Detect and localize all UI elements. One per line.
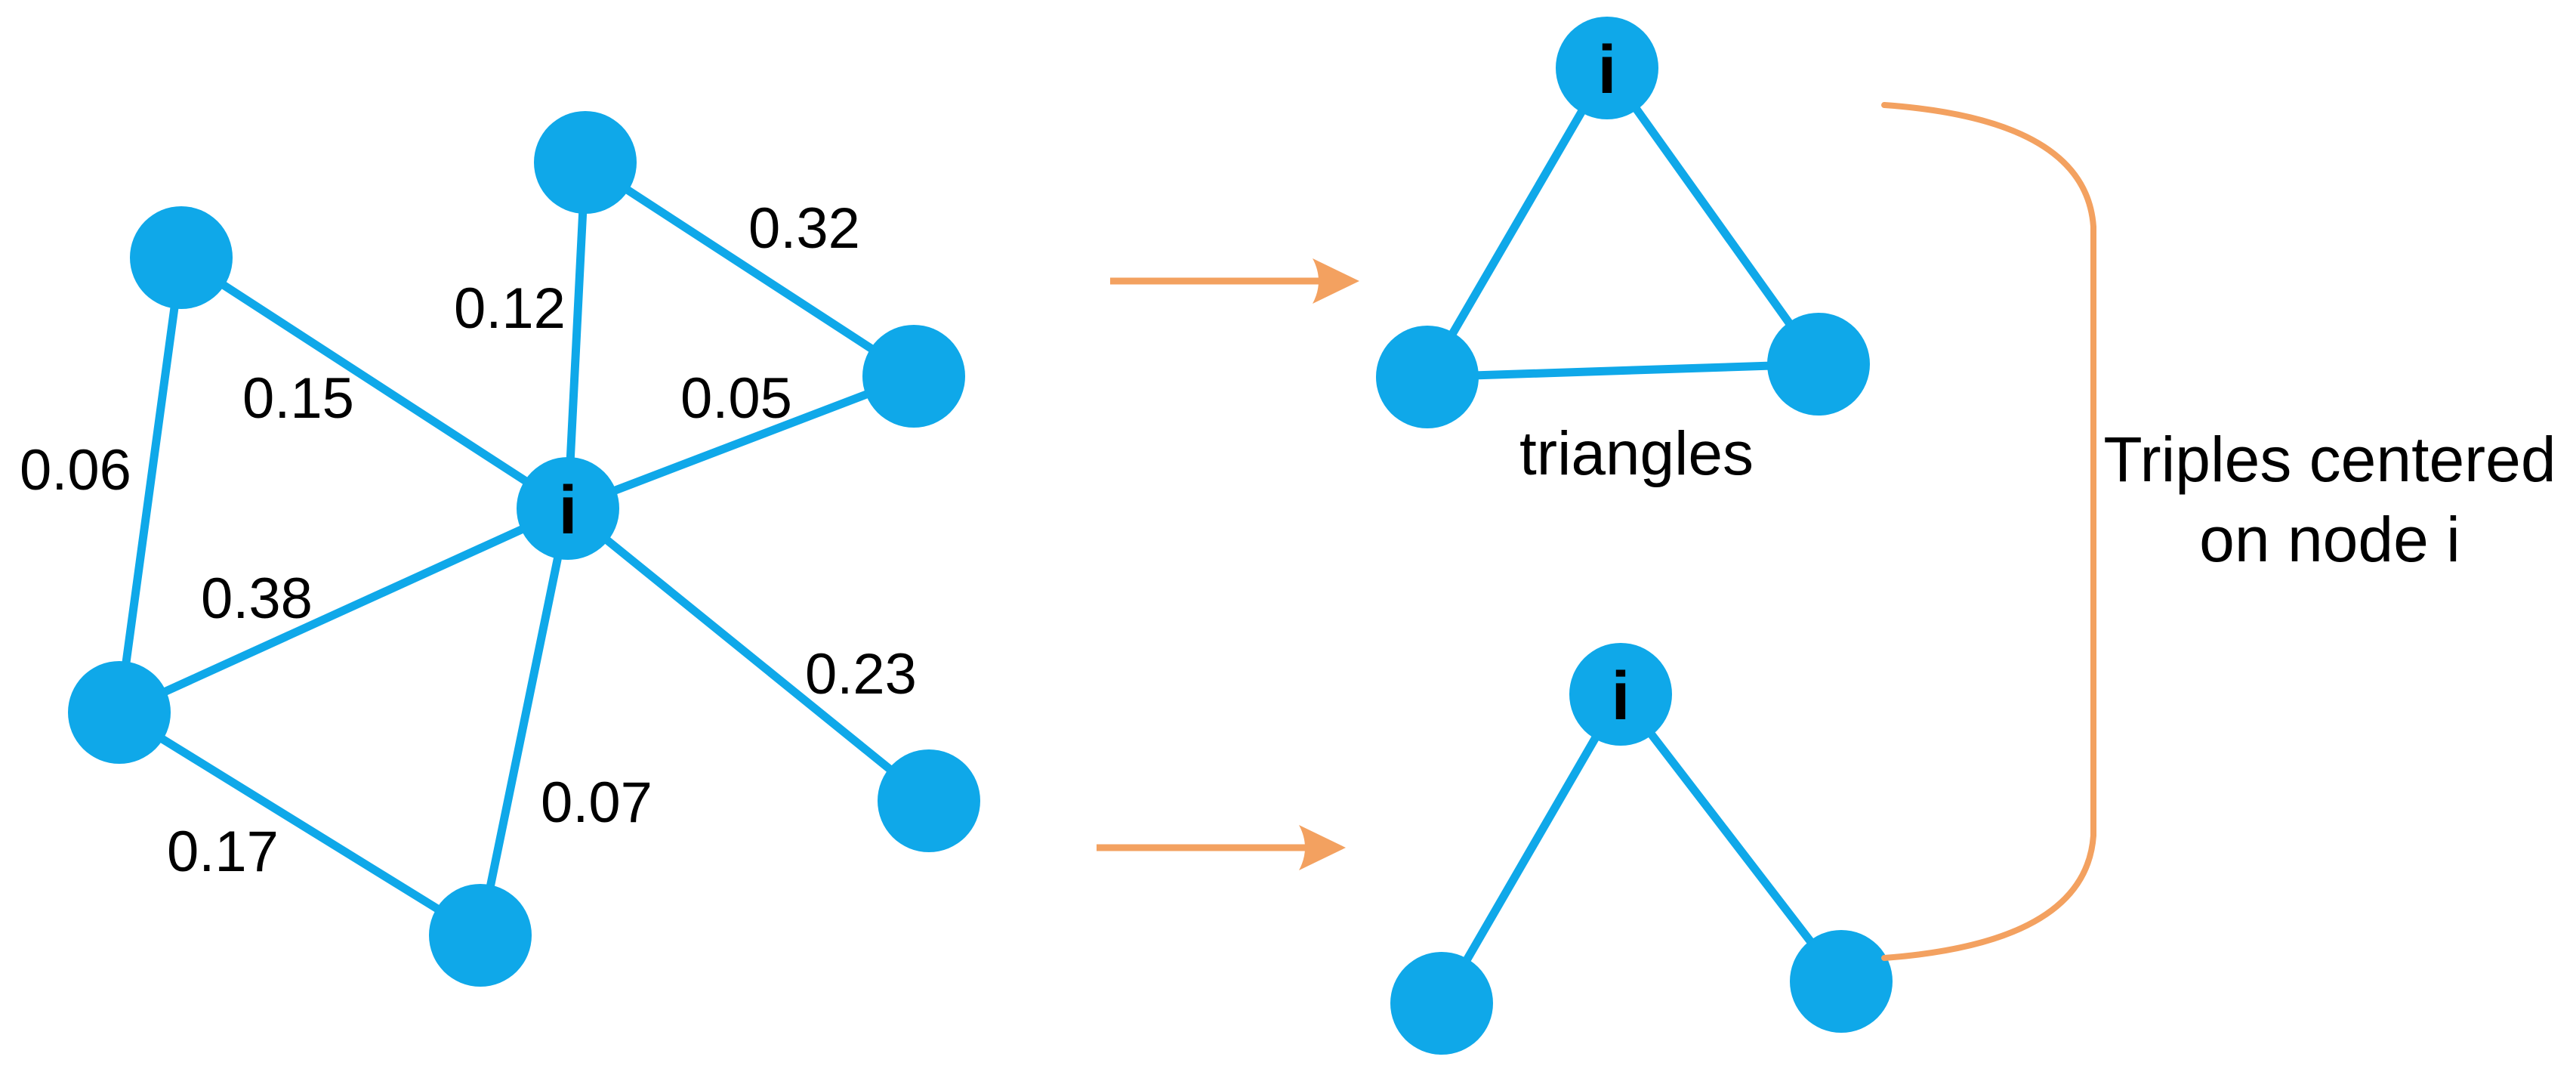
edge-i-b — [1603, 65, 1822, 367]
edge-top-right_upper — [583, 159, 916, 380]
open-triple-motif-node-i — [1569, 643, 1672, 746]
edge-bottom-center — [476, 507, 572, 937]
triangle-motif-node-b — [1767, 313, 1870, 416]
edge-i-a — [1424, 66, 1611, 379]
triangle-motif-node-a — [1376, 326, 1479, 428]
bracket-caption-line1: Triples centered — [2103, 424, 2556, 495]
arrow-to-open-triple — [1097, 825, 1346, 870]
open-triple-motif: i — [1390, 643, 1893, 1055]
triangle-motif-node-i — [1556, 17, 1658, 119]
edge-weight-label: 0.12 — [454, 277, 566, 341]
weighted-graph-node-center — [517, 457, 619, 560]
edge-center-right_lower — [565, 505, 932, 805]
edge-weight-label: 0.38 — [201, 567, 313, 631]
node-label: i — [1611, 659, 1630, 734]
node-label: i — [1597, 32, 1616, 108]
edge-weight-label: 0.07 — [541, 771, 652, 835]
edge-weight-label: 0.17 — [167, 820, 279, 884]
arrow-to-triangles — [1110, 258, 1359, 304]
node-label: i — [558, 473, 577, 548]
edge-i-a — [1438, 692, 1624, 1006]
weighted-graph-node-right_upper — [862, 325, 965, 428]
edge-center-right_upper — [566, 372, 915, 513]
edge-left_lower-center — [117, 504, 570, 717]
weighted-graph-node-bottom — [429, 884, 532, 987]
arrowhead-icon — [1299, 825, 1346, 870]
edge-i-b — [1617, 691, 1845, 984]
weighted-graph-node-top — [534, 111, 637, 214]
edge-weight-label: 0.06 — [20, 438, 131, 502]
arrowhead-icon — [1313, 258, 1359, 304]
edge-weight-label: 0.23 — [805, 642, 917, 706]
edge-left_lower-bottom — [117, 709, 483, 939]
edge-top_left-left_lower — [115, 257, 186, 713]
bracket-caption-line2: on node i — [2199, 504, 2460, 575]
brace-bracket — [1881, 102, 2096, 961]
triangle-motif: i triangles — [1376, 17, 1870, 488]
edge-weight-label: 0.05 — [680, 366, 792, 431]
weighted-graph: i 0.12 0.32 0.05 0.15 0.06 0.38 0.17 0.07 0.23 — [20, 111, 980, 987]
edge-top_left-center — [179, 254, 570, 512]
edge-weight-label: 0.15 — [242, 366, 354, 431]
edge-a-b — [1427, 360, 1819, 382]
edge-weight-label: 0.32 — [748, 196, 860, 261]
open-triple-motif-node-a — [1390, 952, 1493, 1055]
edge-top-center — [563, 162, 590, 509]
weighted-graph-node-top_left — [130, 206, 233, 309]
weighted-graph-node-left_lower — [68, 661, 171, 764]
weighted-graph-node-right_lower — [878, 749, 980, 852]
open-triple-motif-node-b — [1790, 930, 1893, 1033]
triangle-motif-label: triangles — [1519, 419, 1754, 488]
